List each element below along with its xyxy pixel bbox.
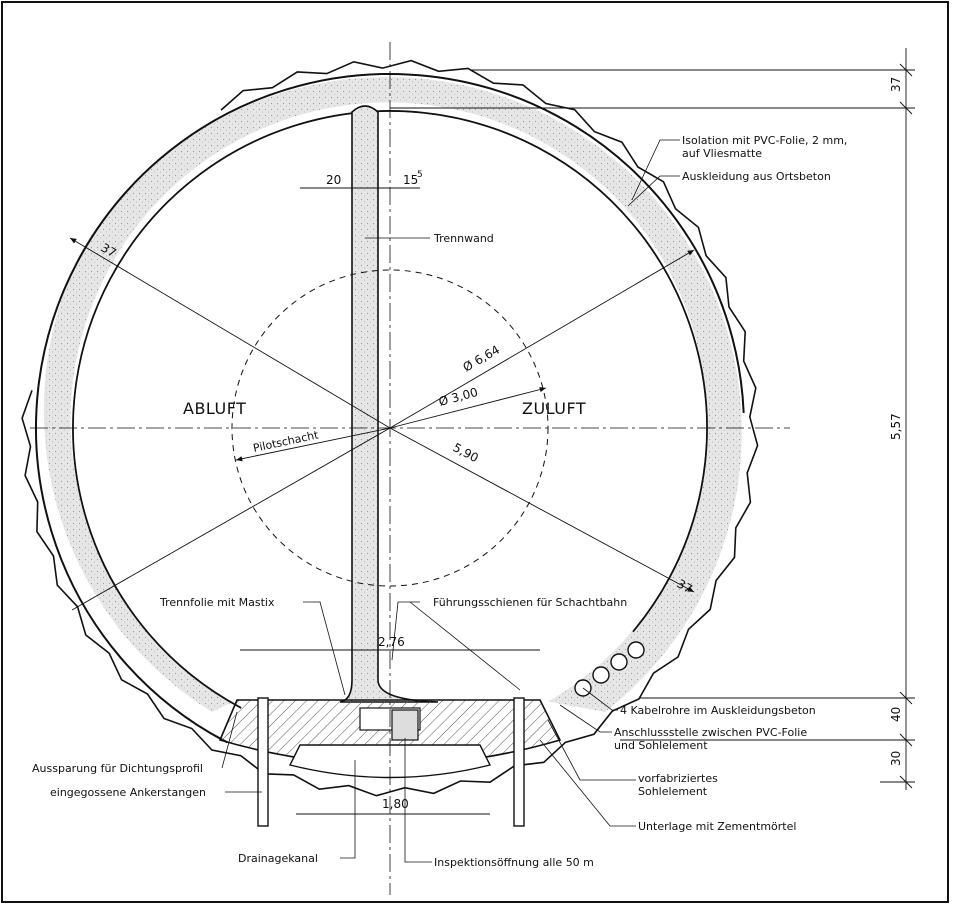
label-junction-1: Anschlussstelle zwischen PVC-Folie <box>614 726 807 739</box>
partition-wall <box>339 105 439 703</box>
label-recess: Aussparung für Dichtungsprofil <box>32 762 203 775</box>
pilot-radius-line <box>389 386 547 429</box>
radius-line-lower-left <box>71 427 391 611</box>
label-isolation-2: auf Vliesmatte <box>682 147 762 160</box>
label-separating-foil: Trennfolie mit Mastix <box>159 596 275 609</box>
dim-width-276: 2,76 <box>378 635 405 649</box>
label-base: Unterlage mit Zementmörtel <box>638 820 796 833</box>
label-precast-1: vorfabriziertes <box>638 772 718 785</box>
inspection-inner <box>391 709 419 741</box>
dim-width-180: 1,80 <box>382 797 409 811</box>
label-drainage: Drainagekanal <box>238 852 318 865</box>
leader-lines <box>221 139 680 863</box>
label-precast-2: Sohlelement <box>638 785 708 798</box>
anchor-rod-left <box>257 697 269 827</box>
label-junction-2: und Sohlelement <box>614 739 708 752</box>
label-isolation-1: Isolation mit PVC-Folie, 2 mm, <box>682 134 847 147</box>
dim-wall-left: 37 <box>99 240 119 260</box>
dim-chain-ticks <box>390 63 915 789</box>
pilot-arrow-line <box>235 427 391 462</box>
dim-partition-20: 20 <box>326 173 341 187</box>
pilot-shaft-circle <box>231 269 549 587</box>
anchor-rod-right <box>513 697 525 827</box>
label-guide-rails: Führungsschienen für Schachtbahn <box>433 596 627 609</box>
dim-partition-sup: 5 <box>417 170 423 180</box>
label-inspection: Inspektionsöffnung alle 50 m <box>434 856 594 869</box>
dim-floor-40: 40 <box>889 707 903 722</box>
dim-partition-15: 15 <box>403 173 418 187</box>
diameter-line <box>389 249 695 429</box>
dim-floor-30: 30 <box>889 751 903 766</box>
zone-label-abluft: ABLUFT <box>183 399 246 418</box>
radius-line-lower-right <box>389 427 695 593</box>
rock-contour <box>21 59 759 797</box>
radius-line-upper-left <box>69 237 391 429</box>
label-partition: Trennwand <box>433 232 494 245</box>
dim-height-557: 5,57 <box>889 413 903 440</box>
label-lining: Auskleidung aus Ortsbeton <box>682 170 831 183</box>
label-anchors: eingegossene Ankerstangen <box>50 786 206 799</box>
dim-top-37: 37 <box>889 77 903 92</box>
dim-wall-right: 37 <box>675 576 695 596</box>
zone-label-zuluft: ZULUFT <box>522 399 586 418</box>
label-cable-pipes: 4 Kabelrohre im Auskleidungsbeton <box>620 704 816 717</box>
